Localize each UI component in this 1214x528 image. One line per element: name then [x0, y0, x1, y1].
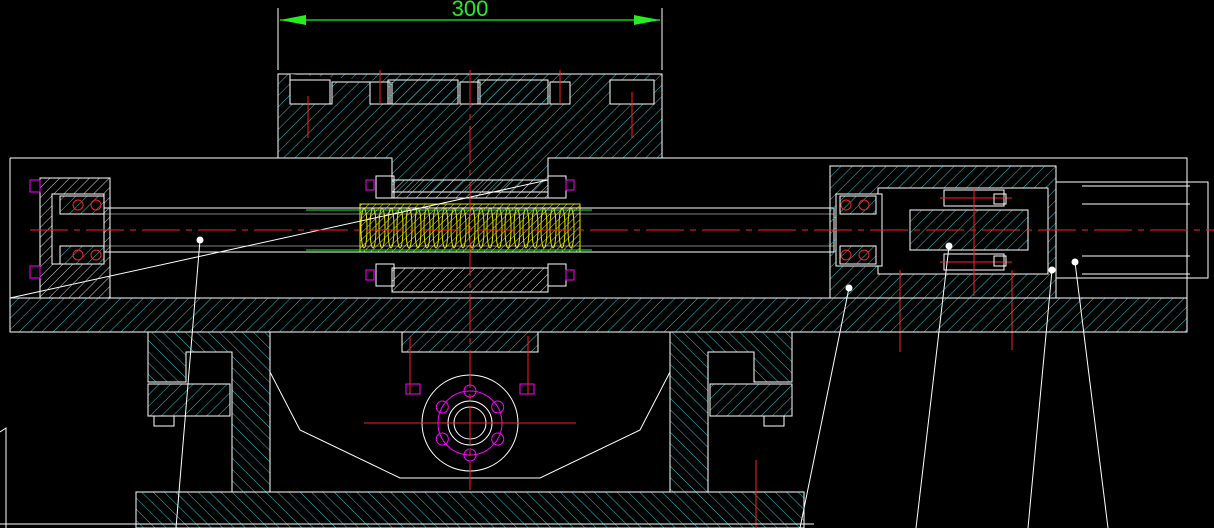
dimension-label: 300	[452, 0, 489, 21]
leader-lines	[175, 236, 1109, 528]
flange-bolt-hole	[435, 432, 449, 446]
fasteners	[365, 179, 575, 281]
centerlines	[30, 70, 1214, 490]
dimension-300: 300	[277, 0, 663, 70]
lower-saddle	[135, 331, 805, 528]
flange-bolt-hole	[491, 432, 505, 446]
right-bearing-block	[829, 165, 1057, 352]
flange-bolt-hole	[435, 400, 449, 414]
flange-bolt-hole	[463, 448, 477, 462]
left-bearing-block	[29, 177, 111, 299]
ball-nut-assembly	[306, 175, 592, 293]
flange-bolt-hole	[491, 400, 505, 414]
base-plate	[9, 297, 1188, 333]
